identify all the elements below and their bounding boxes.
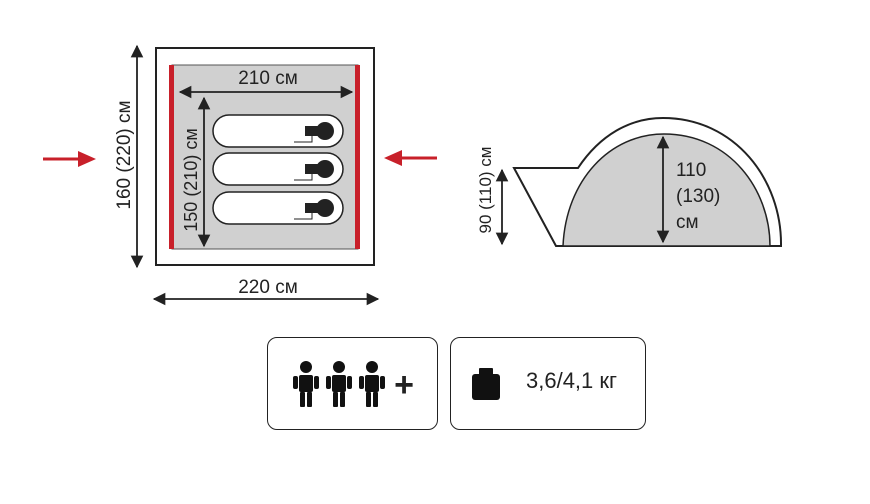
person-icon — [326, 361, 352, 407]
outer-width-label: 220 см — [238, 277, 298, 298]
left-door-red-stripe — [169, 65, 174, 249]
floor-plan: 210 см 150 (210) см 160 (220) см 220 см — [43, 44, 437, 306]
sleeping-bag — [212, 191, 344, 225]
inner-width-label: 210 см — [238, 68, 298, 89]
capacity-panel: + — [267, 337, 438, 430]
vestibule-height-label: 90 (110) см — [476, 147, 495, 234]
inner-height-value: 110 — [676, 160, 706, 181]
inner-length-label: 150 (210) см — [181, 128, 201, 231]
right-door-red-stripe — [355, 65, 360, 249]
right-entrance-arrow — [384, 150, 437, 166]
sleeping-bag — [212, 152, 344, 186]
sleeping-bag — [212, 114, 344, 148]
left-entrance-arrow — [43, 151, 96, 167]
side-view: 110 (130) см 90 (110) см — [476, 116, 783, 247]
weight-panel: 3,6/4,1 кг — [450, 337, 646, 430]
weight-value: 3,6/4,1 кг — [526, 368, 618, 393]
weight-icon — [472, 368, 500, 400]
inner-height-unit: см — [676, 212, 699, 233]
plus-sign: + — [394, 366, 414, 404]
inner-height-alt-value: (130) — [676, 186, 720, 207]
person-icon — [293, 361, 319, 407]
person-icon — [359, 361, 385, 407]
people-icons: + — [293, 361, 414, 407]
outer-length-label: 160 (220) см — [114, 100, 135, 209]
